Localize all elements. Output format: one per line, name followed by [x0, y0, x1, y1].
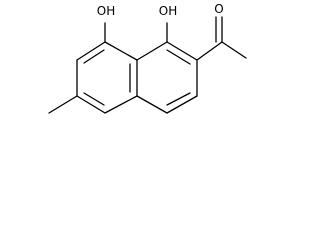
bond-c4-c4a — [136, 95, 168, 114]
bond-c8a-c1 — [136, 41, 168, 61]
bond-c8-c7 — [76, 41, 106, 61]
bond-methyl — [48, 95, 78, 114]
chemical-structure-diagram: OH OH O — [48, 2, 247, 114]
bond-c8-c7-double — [83, 49, 105, 64]
hydroxyl-label-c8: OH — [97, 4, 115, 18]
bond-c8a-c8 — [104, 41, 138, 61]
bond-c3-c4 — [166, 95, 198, 114]
bond-c5-c4a — [104, 95, 138, 114]
bond-c1-c2-double — [166, 49, 191, 65]
hydroxyl-label-c1: OH — [159, 4, 177, 18]
bond-c6-c5-double — [83, 92, 105, 106]
bond-c3-c4-double — [166, 92, 191, 106]
bond-c6-c5 — [76, 95, 106, 114]
bond-c1-c2 — [166, 41, 198, 61]
carbonyl-oxygen-label: O — [214, 2, 223, 16]
bond-c2-carbonyl-carbon — [196, 41, 223, 61]
bond-acetyl-methyl — [221, 41, 247, 59]
